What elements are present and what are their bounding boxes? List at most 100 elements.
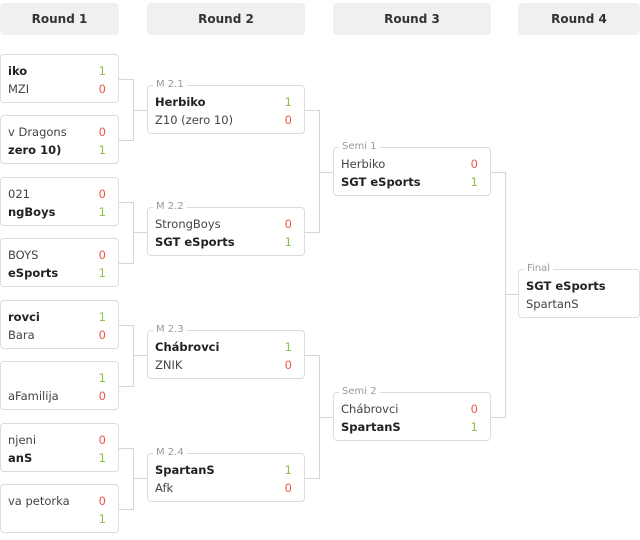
team-score: 1 — [284, 95, 292, 109]
match-label: M 2.3 — [153, 324, 187, 336]
match-label: Semi 1 — [339, 141, 380, 153]
connector-line — [119, 140, 133, 141]
team-name: Chábrovci — [341, 402, 399, 416]
team-row[interactable]: Bara 0 — [8, 326, 106, 344]
team-row[interactable]: 1 — [8, 369, 106, 387]
connector-line — [319, 110, 320, 233]
round-header-3: Round 3 — [333, 3, 491, 35]
team-score: 0 — [98, 125, 106, 139]
team-row[interactable]: Chábrovci 1 — [155, 338, 292, 356]
team-name: SGT eSports — [526, 279, 606, 293]
team-name: njeni — [8, 433, 37, 447]
team-score: 0 — [470, 402, 478, 416]
team-row[interactable]: Chábrovci 0 — [341, 400, 478, 418]
team-row[interactable]: Herbiko 1 — [155, 93, 292, 111]
team-score: 0 — [284, 358, 292, 372]
team-score: 1 — [98, 64, 106, 78]
team-score: 0 — [98, 389, 106, 403]
team-name: MZI — [8, 82, 30, 96]
team-name: ZNIK — [155, 358, 183, 372]
team-score: 0 — [98, 433, 106, 447]
connector-line — [133, 232, 147, 233]
connector-line — [319, 417, 333, 418]
team-score: 0 — [284, 217, 292, 231]
connector-line — [133, 202, 134, 264]
team-row[interactable]: iko 1 — [8, 62, 106, 80]
team-score: 0 — [470, 157, 478, 171]
match-label: M 2.1 — [153, 79, 187, 91]
connector-line — [133, 355, 147, 356]
connector-line — [305, 478, 319, 479]
team-score: 1 — [98, 143, 106, 157]
team-score: 1 — [284, 463, 292, 477]
connector-line — [133, 325, 134, 387]
connector-line — [491, 172, 505, 173]
connector-line — [119, 202, 133, 203]
team-score: 0 — [98, 328, 106, 342]
team-row[interactable]: zero 10) 1 — [8, 141, 106, 159]
team-name: v Dragons — [8, 125, 67, 139]
team-name: zero 10) — [8, 143, 62, 157]
connector-line — [319, 172, 333, 173]
team-name: va petorka — [8, 494, 70, 508]
connector-line — [119, 386, 133, 387]
connector-line — [133, 478, 147, 479]
team-name: Chábrovci — [155, 340, 220, 354]
team-score: 1 — [470, 420, 478, 434]
team-name: SGT eSports — [155, 235, 235, 249]
team-name: aFamilija — [8, 389, 59, 403]
team-row[interactable]: ZNIK 0 — [155, 356, 292, 374]
team-row[interactable]: v Dragons 0 — [8, 123, 106, 141]
connector-line — [305, 355, 319, 356]
team-row[interactable]: njeni 0 — [8, 431, 106, 449]
team-name: rovci — [8, 310, 40, 324]
connector-line — [305, 232, 319, 233]
team-name: iko — [8, 64, 28, 78]
match-card[interactable]: v Dragons 0 zero 10) 1 — [0, 115, 119, 164]
connector-line — [505, 172, 506, 418]
connector-line — [119, 325, 133, 326]
connector-line — [119, 263, 133, 264]
team-score: 1 — [98, 512, 106, 526]
team-score: 1 — [284, 340, 292, 354]
match-card[interactable]: 1 aFamilija 0 — [0, 361, 119, 410]
team-score: 0 — [98, 248, 106, 262]
team-row[interactable]: 1 — [8, 510, 106, 528]
team-name: Bara — [8, 328, 35, 342]
team-row[interactable]: aFamilija 0 — [8, 387, 106, 405]
team-row[interactable]: SpartanS — [526, 295, 627, 313]
team-name: Z10 (zero 10) — [155, 113, 234, 127]
match-label: M 2.2 — [153, 201, 187, 213]
team-name: Herbiko — [155, 95, 206, 109]
team-row[interactable]: Z10 (zero 10)0 — [155, 111, 292, 129]
team-row[interactable]: SGT eSports — [526, 277, 627, 295]
